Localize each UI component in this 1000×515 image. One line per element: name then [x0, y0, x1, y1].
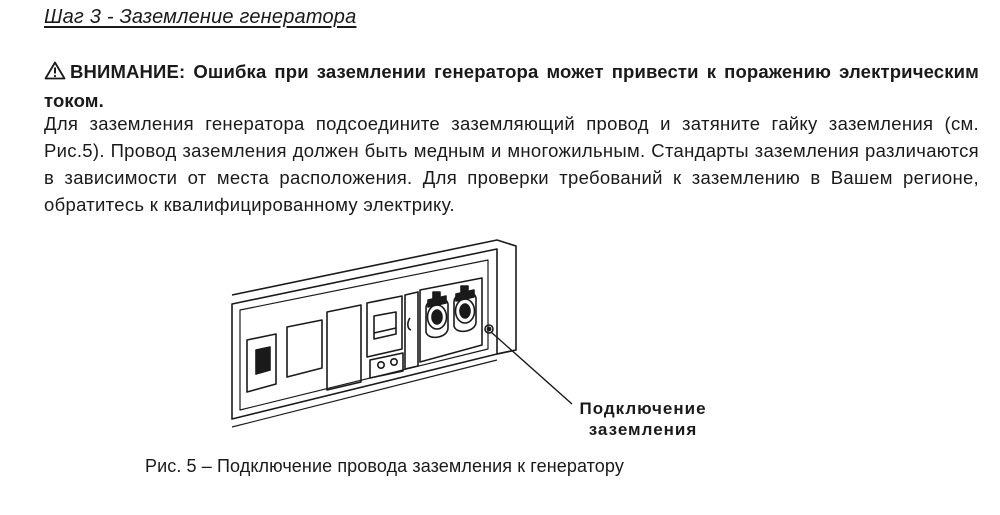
outlet-plate [419, 277, 483, 363]
terminal-left [376, 360, 385, 369]
ground-connection-callout: Подключение заземления [548, 398, 738, 440]
divider-strip [404, 291, 419, 370]
figure-caption: Рис. 5 – Подключение провода заземления … [145, 456, 624, 476]
terminal-box [369, 352, 404, 379]
breaker-box [366, 295, 403, 358]
outlet-right [453, 285, 477, 333]
label-plate [326, 304, 362, 391]
warning-triangle-icon [44, 60, 66, 87]
panel-inner-frame [239, 259, 489, 411]
panel-window [286, 319, 323, 378]
callout-line-1: Подключение [579, 399, 707, 418]
grounding-instructions: Для заземления генератора подсоедините з… [44, 113, 979, 215]
rocker-switch-housing [246, 333, 277, 393]
terminal-right [389, 357, 398, 366]
outlet-left [425, 291, 449, 339]
panel-top-bevel [231, 239, 517, 355]
callout-leader-line [490, 331, 573, 405]
warning-text: ВНИМАНИЕ: Ошибка при заземлении генерато… [44, 61, 979, 111]
warning-block: ВНИМАНИЕ: Ошибка при заземлении генерато… [44, 58, 979, 114]
panel-front-face [231, 248, 498, 420]
callout-line-2: заземления [588, 420, 698, 439]
step-title: Шаг 3 - Заземление генератора [44, 6, 357, 28]
rocker-switch [255, 346, 271, 375]
breaker-switch [373, 311, 397, 340]
ground-terminal [484, 324, 494, 334]
